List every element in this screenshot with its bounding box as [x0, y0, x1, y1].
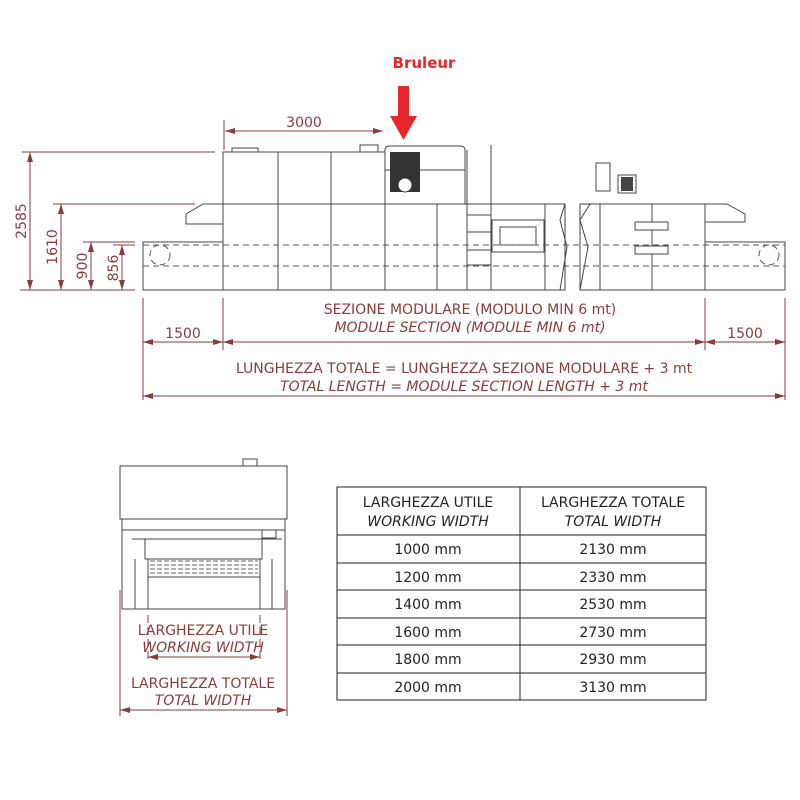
- module-section-it: SEZIONE MODULARE (MODULO MIN 6 mt): [324, 302, 617, 318]
- total-width-en: TOTAL WIDTH: [155, 693, 252, 709]
- dim-856: 856: [106, 255, 122, 282]
- table-cell: 2530 mm: [579, 597, 646, 613]
- dim-3000: 3000: [286, 115, 322, 131]
- table-cell: 3130 mm: [579, 680, 646, 696]
- table-cell: 2930 mm: [579, 652, 646, 668]
- header-working-width-it: LARGHEZZA UTILE: [363, 495, 493, 511]
- burner-arrow-icon: [390, 86, 417, 140]
- front-view-dimensions: LARGHEZZA UTILE WORKING WIDTH LARGHEZZA …: [119, 590, 288, 716]
- burner-label: Bruleur: [393, 54, 457, 72]
- table-cell: 1000 mm: [394, 542, 461, 558]
- dim-2585: 2585: [14, 203, 30, 239]
- front-view-machine: [119, 458, 288, 610]
- table-cell: 2130 mm: [579, 542, 646, 558]
- total-length-en: TOTAL LENGTH = MODULE SECTION LENGTH + 3…: [280, 379, 648, 395]
- table-cell: 1600 mm: [394, 625, 461, 641]
- table-cell: 1400 mm: [394, 597, 461, 613]
- dim-1610: 1610: [45, 229, 61, 265]
- table-cell: 1800 mm: [394, 652, 461, 668]
- dim-900: 900: [75, 253, 91, 280]
- header-working-width-en: WORKING WIDTH: [367, 514, 489, 530]
- side-view-machine: [142, 144, 786, 291]
- side-view-dimensions: 2585 1610 900 856 3000 1500 1500 SEZIONE…: [14, 115, 786, 400]
- working-width-en: WORKING WIDTH: [142, 640, 264, 656]
- module-section-en: MODULE SECTION (MODULE MIN 6 mt): [334, 320, 605, 336]
- total-width-it: LARGHEZZA TOTALE: [131, 676, 275, 692]
- dim-1500-right: 1500: [727, 326, 763, 342]
- table-cell: 2000 mm: [394, 680, 461, 696]
- table-cell: 2330 mm: [579, 570, 646, 586]
- table-cell: 1200 mm: [394, 570, 461, 586]
- total-length-it: LUNGHEZZA TOTALE = LUNGHEZZA SEZIONE MOD…: [236, 361, 693, 377]
- header-total-width-en: TOTAL WIDTH: [565, 514, 662, 530]
- working-width-it: LARGHEZZA UTILE: [138, 623, 268, 639]
- header-total-width-it: LARGHEZZA TOTALE: [541, 495, 685, 511]
- dim-1500-left: 1500: [165, 326, 201, 342]
- table-cell: 2730 mm: [579, 625, 646, 641]
- width-table: LARGHEZZA UTILE WORKING WIDTH LARGHEZZA …: [336, 486, 707, 701]
